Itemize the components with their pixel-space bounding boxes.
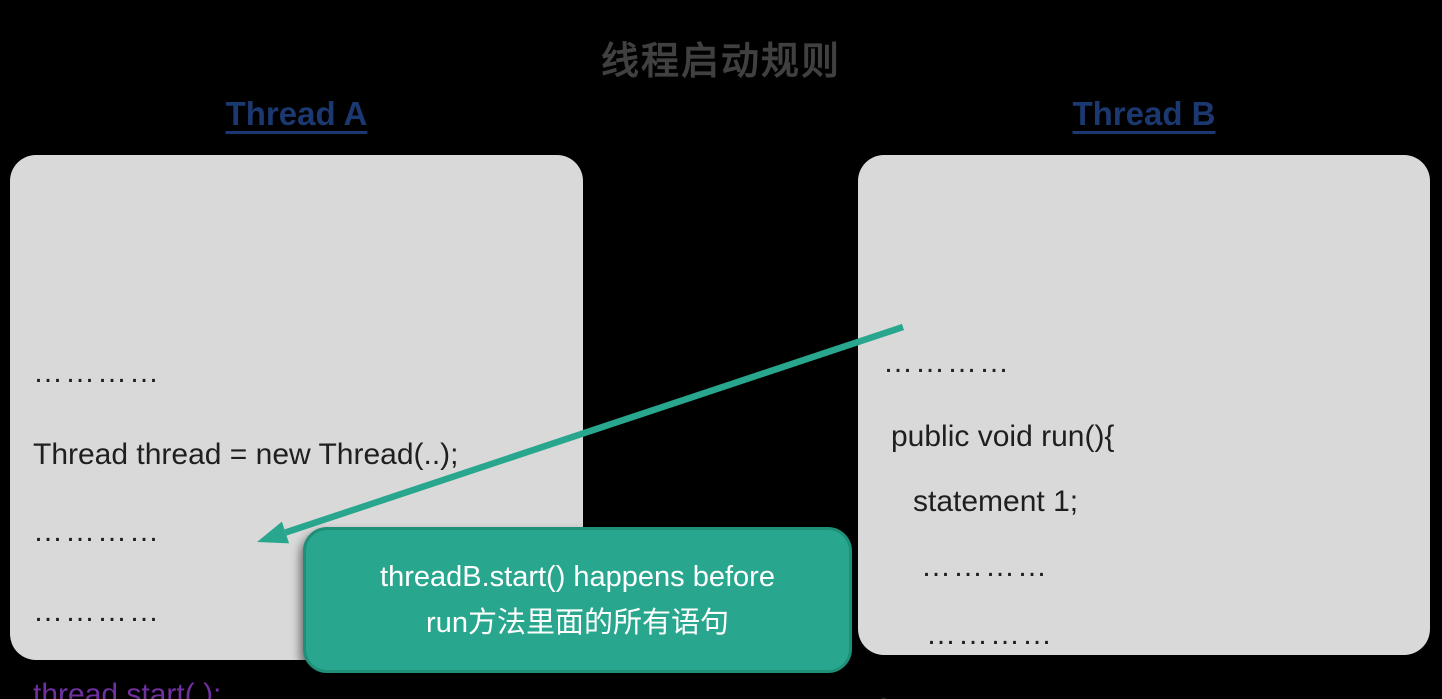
thread-a-dots-line: ………… [33, 595, 161, 628]
thread-a-create-code-line: Thread thread = new Thread(..); [33, 438, 459, 471]
thread-a-dots-line: ………… [33, 515, 161, 548]
thread-b-dots-line: ………… [921, 550, 1049, 583]
thread-a-dots-line: ………… [33, 356, 161, 389]
thread-b-heading-label: Thread B [1072, 95, 1216, 132]
thread-b-run-signature-line: public void run(){ [891, 420, 1115, 453]
thread-a-heading: Thread A [10, 94, 583, 138]
thread-a-heading-label: Thread A [225, 95, 368, 132]
page-title: 线程启动规则 [600, 41, 841, 83]
thread-b-panel: ………… public void run(){ statement 1; ………… [858, 155, 1430, 699]
thread-b-dots-line: ………… [883, 346, 1011, 379]
thread-a-start-code-line: thread.start( ); [33, 678, 222, 699]
thread-b-statement-line: statement 1; [913, 485, 1079, 518]
thread-b-closing-brace-line: } [881, 690, 891, 699]
callout-line-2: run方法里面的所有语句 [426, 606, 729, 639]
thread-b-heading: Thread B [858, 94, 1430, 138]
happens-before-callout: threadB.start() happens before run方法里面的所… [303, 527, 852, 673]
thread-b-dots-line: ………… [926, 618, 1054, 651]
callout-line-1: threadB.start() happens before [380, 560, 775, 593]
